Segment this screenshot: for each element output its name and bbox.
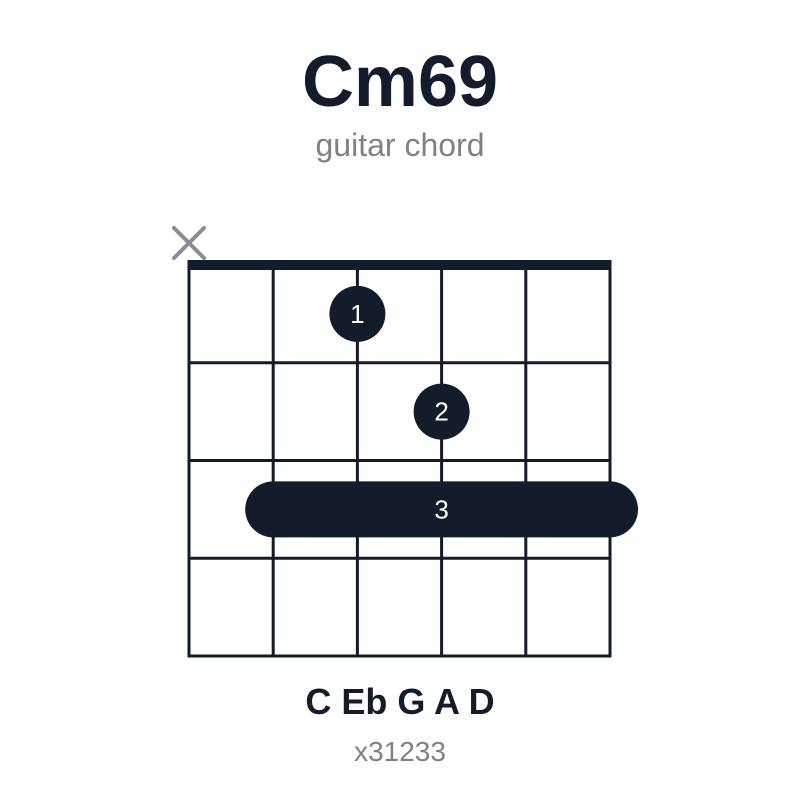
- chord-title: Cm69: [301, 42, 499, 122]
- chord-fingering: x31233: [354, 736, 446, 767]
- finger-label: 1: [350, 299, 364, 329]
- finger-dot: [329, 285, 386, 342]
- nut-bar: [187, 260, 612, 270]
- finger-dot: [413, 383, 470, 440]
- finger-label: 2: [434, 397, 448, 427]
- barre-marker: 3: [245, 481, 638, 538]
- barre-shape: [245, 481, 638, 538]
- chord-notes: C Eb G A D: [305, 681, 495, 722]
- string-markers: [172, 226, 206, 260]
- chord-subtitle: guitar chord: [315, 127, 485, 163]
- finger-marker: 1: [329, 285, 386, 342]
- muted-x-stroke: [172, 226, 206, 260]
- barre-finger-label: 3: [434, 494, 448, 524]
- muted-string-icon: [172, 226, 206, 260]
- fretboard-grid: [187, 260, 612, 658]
- finger-marker: 2: [413, 383, 470, 440]
- finger-positions: 3 1 2: [245, 285, 638, 538]
